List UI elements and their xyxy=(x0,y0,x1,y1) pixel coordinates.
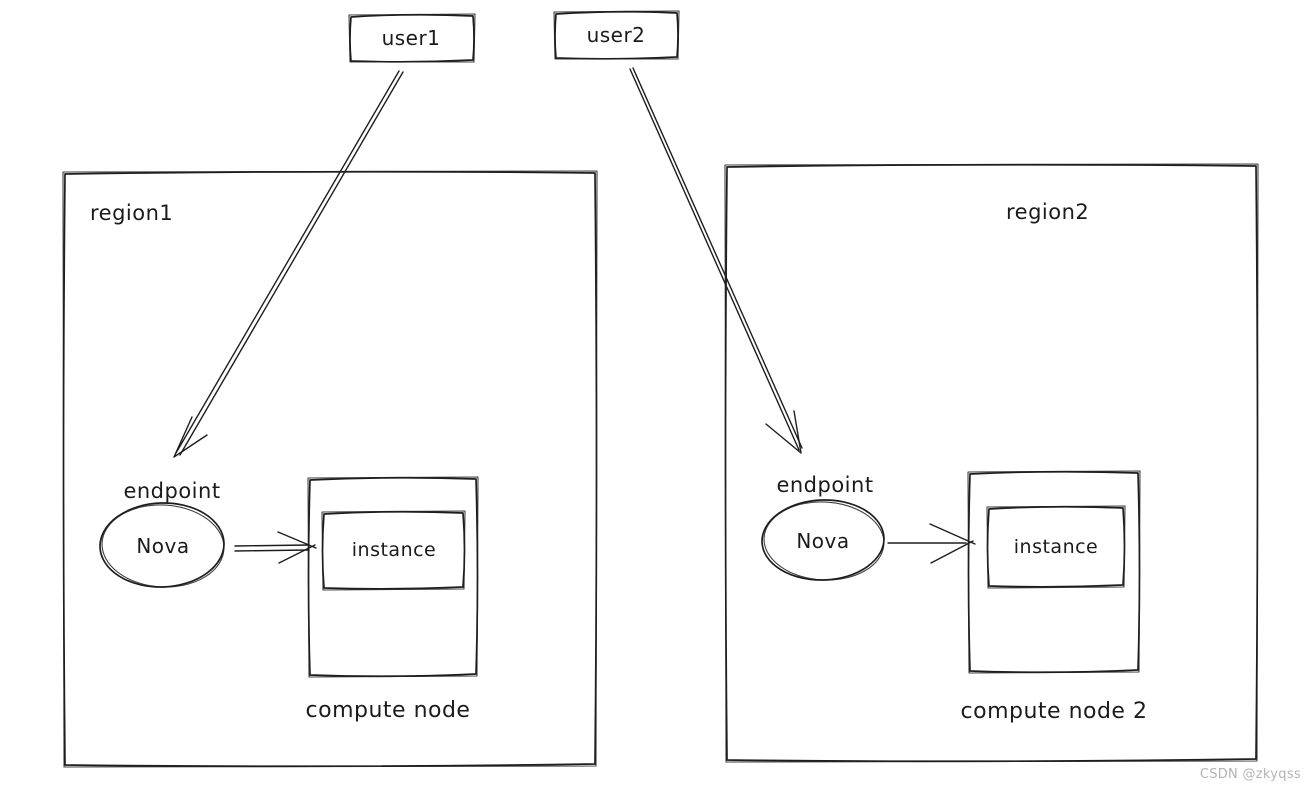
arrow-user1-shaft2 xyxy=(179,71,404,456)
user2-box: user2 xyxy=(553,10,680,60)
instance1-box-stroke2 xyxy=(321,510,466,591)
nova1-ellipse2 xyxy=(101,504,225,588)
nova2-label: Nova xyxy=(796,529,849,553)
arrow-user1-head xyxy=(173,416,208,458)
nova1-label: Nova xyxy=(136,534,189,558)
user2-box-stroke2 xyxy=(553,10,680,60)
region2-label: region2 xyxy=(1006,200,1089,224)
arrow-nova1-to-instance1 xyxy=(234,531,317,564)
compute-node2-stroke2 xyxy=(967,470,1141,674)
user2-label: user2 xyxy=(587,23,646,47)
arrow-user2-shaft xyxy=(629,68,800,451)
compute-node2-stroke xyxy=(967,470,1141,674)
arrow-nova1-shaft xyxy=(234,544,310,547)
compute-node2-group: instance compute node 2 xyxy=(961,470,1148,724)
compute-node1-stroke2 xyxy=(307,476,479,678)
arrow-user2-head xyxy=(765,410,802,454)
arrow-user2-to-endpoint2 xyxy=(629,67,803,454)
endpoint2-label: endpoint xyxy=(776,473,873,497)
region1-box: region1 xyxy=(62,170,598,768)
user1-label: user1 xyxy=(382,26,441,50)
compute-node1-stroke xyxy=(307,476,479,678)
arrow-user1-shaft xyxy=(175,70,400,454)
arrow-user1-to-endpoint1 xyxy=(173,70,404,458)
region2-box-stroke2 xyxy=(724,163,1259,763)
instance2-label: instance xyxy=(1014,536,1099,558)
region2-box: region2 xyxy=(724,163,1259,763)
arrow-nova2-to-instance2 xyxy=(887,523,976,564)
user1-box: user1 xyxy=(348,13,476,63)
nova2-ellipse2 xyxy=(763,501,885,581)
endpoint2-group: endpoint Nova xyxy=(761,473,885,581)
endpoint1-group: endpoint Nova xyxy=(99,479,225,588)
arrow-nova1-head xyxy=(277,531,317,564)
region1-label: region1 xyxy=(90,201,173,225)
endpoint1-label: endpoint xyxy=(123,479,220,503)
instance2-box-stroke2 xyxy=(986,505,1126,589)
region1-box-stroke2 xyxy=(62,170,598,768)
arrow-nova1-shaft2 xyxy=(234,549,310,552)
user1-box-stroke2 xyxy=(348,13,476,63)
instance1-label: instance xyxy=(352,539,437,561)
compute-node1-group: instance compute node xyxy=(306,476,479,723)
arrow-user2-shaft2 xyxy=(632,67,803,449)
compute-node2-label: compute node 2 xyxy=(961,699,1148,724)
compute-node1-label: compute node xyxy=(306,698,471,723)
arrow-nova2-head xyxy=(929,523,976,564)
watermark-text: CSDN @zkyqss xyxy=(1200,767,1301,782)
